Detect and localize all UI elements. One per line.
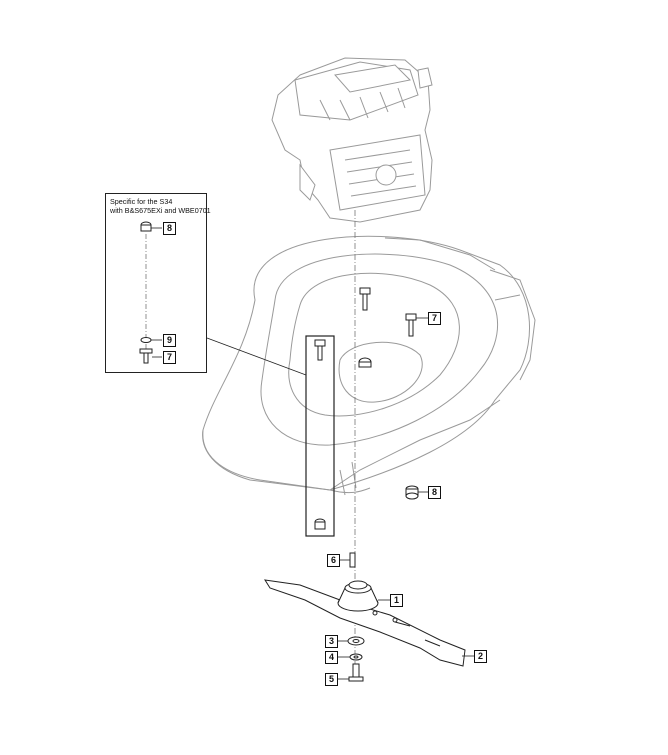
callout-6: 6 — [327, 554, 340, 567]
callout-1: 1 — [390, 594, 403, 607]
inset-callout-7: 7 — [163, 351, 176, 364]
blade-adapter-drawing — [337, 580, 379, 612]
washer-small-drawing — [349, 653, 363, 661]
deck-bolt-drawing — [314, 287, 417, 361]
callout-2: 2 — [474, 650, 487, 663]
callout-4: 4 — [325, 651, 338, 664]
callout-7: 7 — [428, 312, 441, 325]
washer-large-drawing — [347, 636, 365, 646]
inset-note-line2: with B&S675EXi and WBE0701 — [110, 206, 211, 215]
inset-callout-8: 8 — [163, 222, 176, 235]
callout-8: 8 — [428, 486, 441, 499]
deck-nut-drawing — [358, 357, 372, 368]
spacer-in-frame-drawing — [314, 518, 326, 530]
inset-note: Specific for the S34 with B&S675EXi and … — [110, 197, 211, 215]
engine-illustration — [271, 57, 433, 223]
blade-bolt-drawing — [348, 663, 364, 682]
inset-leader-line — [206, 337, 307, 376]
spacer-drawing — [405, 485, 419, 500]
inset-drawing — [139, 221, 162, 364]
callout-5: 5 — [325, 673, 338, 686]
inset-callout-9: 9 — [163, 334, 176, 347]
key-drawing — [349, 552, 356, 568]
inset-note-line1: Specific for the S34 — [110, 197, 173, 206]
callout-3: 3 — [325, 635, 338, 648]
highlight-frame — [305, 335, 335, 537]
inset-panel: Specific for the S34 with B&S675EXi and … — [105, 193, 211, 373]
